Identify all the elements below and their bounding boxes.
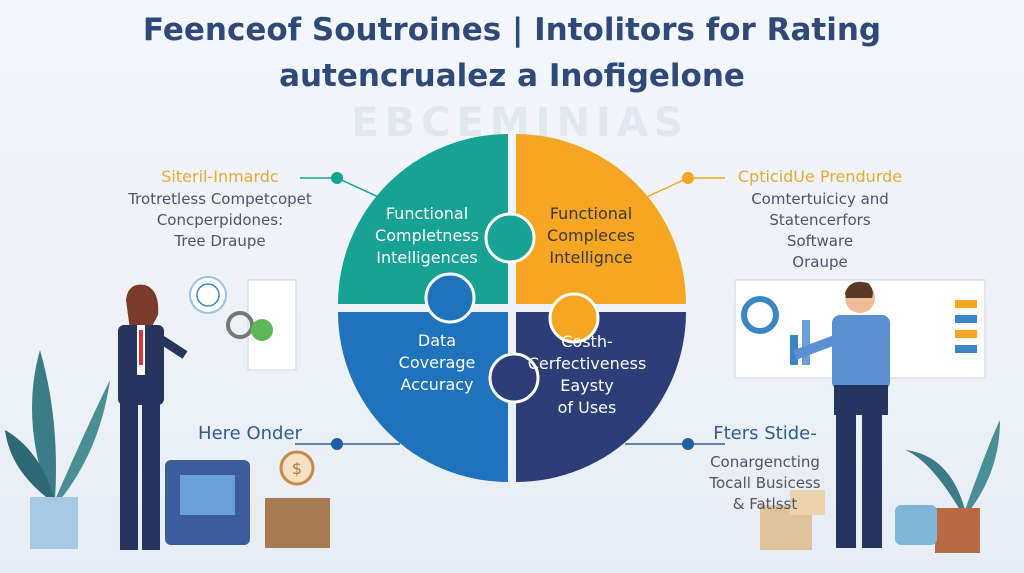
quadrant-line: Compleces — [547, 226, 635, 245]
callout-top-left: Siteril-Inmardc Trotretless Competcopet … — [115, 166, 325, 252]
callout-heading: Here Onder — [198, 423, 302, 444]
callout-heading: Fters Stide- — [713, 423, 817, 444]
quadrant-line: Accuracy — [400, 375, 474, 394]
quadrant-teal — [338, 134, 508, 304]
callout-line: Tree Draupe — [174, 232, 266, 250]
callout-line: Conargencting — [710, 453, 820, 471]
quadrant-line: Functional — [385, 204, 469, 223]
connector-bottom-right — [625, 438, 725, 450]
callout-line: Software — [786, 232, 854, 250]
quadrant-line: Intelligences — [376, 248, 478, 267]
machine-illustration — [165, 450, 330, 548]
callout-top-right: CpticidUe Prendurde Comtertuicicy and St… — [720, 166, 920, 273]
search-globe-icon — [189, 276, 297, 371]
woman-figure-illustration — [118, 284, 188, 550]
callout-line: Comtertuicicy and — [751, 190, 889, 208]
quadrant-data-coverage: Data Coverage Accuracy — [362, 330, 512, 396]
callout-heading: CpticidUe Prendurde — [737, 167, 903, 186]
connector-bottom-left — [295, 438, 400, 450]
callout-line: Statencerfors — [769, 211, 871, 229]
callout-line: Tocall Busicess — [709, 474, 821, 492]
callout-line: Oraupe — [792, 253, 848, 271]
puzzle-knob — [548, 292, 600, 344]
quadrant-line: Costh- — [561, 332, 613, 351]
quadrant-line: Eaysty — [560, 376, 614, 395]
connector-top-right — [639, 172, 725, 201]
quadrant-cost-effectiveness: Costh- Cerfectiveness Eaysty of Uses — [512, 331, 662, 419]
boxes-illustration — [760, 490, 825, 550]
quadrant-line: Coverage — [398, 353, 476, 372]
quadrant-line: Completness — [375, 226, 479, 245]
quadrant-functional-completeness: Functional Completness Intelligences — [352, 203, 502, 269]
quadrant-line: Data — [417, 331, 457, 350]
callout-bottom-left: Here Onder — [190, 423, 310, 446]
callout-heading: Siteril-Inmardc — [161, 167, 279, 186]
plant-left-illustration — [5, 350, 110, 549]
callout-bottom-right: Fters Stide- Conargencting Tocall Busice… — [700, 423, 830, 515]
quadrant-navy — [516, 312, 686, 482]
quadrant-functional-intelligence: Functional Compleces Intellignce — [516, 203, 666, 269]
quadrant-blue — [338, 312, 508, 482]
plant-right-illustration — [895, 420, 1000, 553]
callout-line: & Fatlsst — [732, 495, 798, 513]
quadrant-line: Functional — [549, 204, 633, 223]
callout-line: Trotretless Competcopet — [128, 190, 312, 208]
quadrant-line: Intellignce — [549, 248, 633, 267]
quadrant-line: Cerfectiveness — [527, 354, 647, 373]
dollar-coin-icon: $ — [292, 459, 302, 478]
quadrant-orange — [516, 134, 686, 304]
title-line-1: Feenceof Soutroines | Intolitors for Rat… — [142, 12, 882, 48]
callout-line: Concperpidones: — [156, 211, 284, 229]
quadrant-line: of Uses — [557, 398, 617, 417]
puzzle-knob — [488, 352, 540, 404]
man-figure-illustration — [793, 281, 890, 548]
title-line-2: autencrualez a Inofigelone — [279, 58, 745, 94]
puzzle-knob — [424, 272, 476, 324]
puzzle-knob — [484, 212, 536, 264]
